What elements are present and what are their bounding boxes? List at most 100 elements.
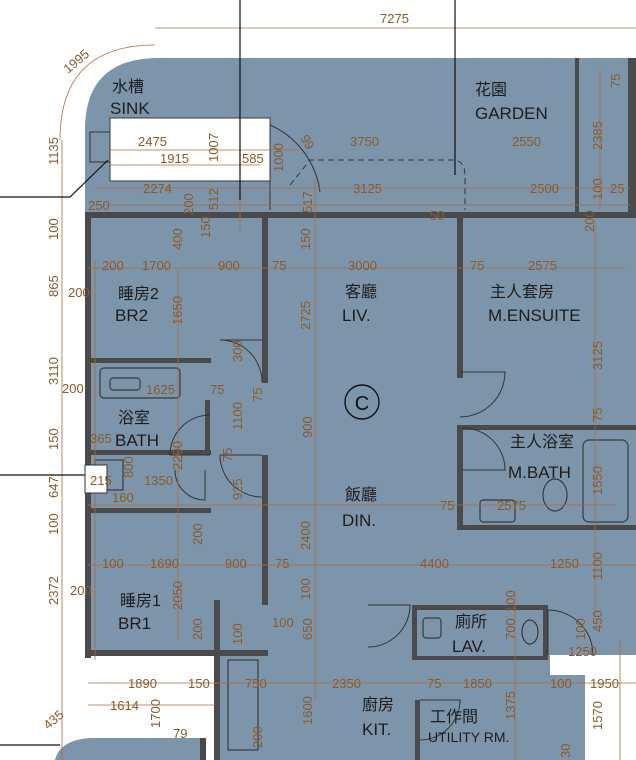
dim-200c: 200	[102, 258, 124, 273]
fixtures	[94, 367, 629, 751]
dim-1375: 1375	[503, 691, 518, 720]
dim-160: 160	[112, 490, 134, 505]
dim-75e: 75	[250, 388, 265, 402]
dim-2575b: 2575	[497, 498, 526, 513]
dim-100g: 100	[230, 623, 245, 645]
kitchen-floor	[220, 600, 548, 760]
wall-bath-bottom	[91, 450, 211, 455]
dim-75f: 75	[590, 408, 605, 422]
dim-100i: 100	[550, 676, 572, 691]
door-br1	[219, 454, 263, 498]
label-lav-en: LAV.	[452, 637, 486, 656]
door-utility	[419, 699, 461, 741]
dim-75c: 75	[470, 258, 484, 273]
garden-dashed-edge	[289, 159, 466, 210]
wall-br2-right	[262, 218, 268, 383]
dim-1007: 1007	[206, 133, 221, 162]
dim-512: 512	[206, 188, 221, 210]
toilet-lav	[521, 619, 539, 645]
dim-1700b: 1700	[148, 699, 163, 728]
wall-bath-right	[205, 400, 210, 450]
dim-900a: 900	[218, 258, 240, 273]
void-area-right	[550, 655, 636, 675]
wall-br1-right	[262, 455, 268, 605]
dim-1135: 1135	[46, 137, 61, 165]
dim-3750: 3750	[350, 134, 379, 149]
leader-lines	[0, 0, 456, 746]
dim-7275: 7275	[380, 11, 409, 26]
dim-800: 800	[121, 456, 136, 478]
dim-900b: 900	[300, 416, 315, 438]
doors	[169, 124, 594, 741]
dim-4400: 4400	[420, 556, 449, 571]
dim-75j: 75	[427, 676, 441, 691]
dim-99: 99	[297, 132, 317, 152]
dim-100c: 100	[46, 513, 61, 535]
door-br2	[219, 339, 263, 383]
wall-ensuite-bottom	[463, 425, 636, 430]
wall-br1-bottom	[91, 650, 268, 656]
dim-3125a: 3125	[353, 181, 382, 196]
dim-2385: 2385	[590, 121, 605, 150]
unit-marker-circle	[344, 384, 380, 420]
dim-75b: 75	[272, 258, 286, 273]
wall-lav-top	[412, 605, 547, 610]
dim-2274: 2274	[143, 181, 172, 196]
dim-arc-corner	[59, 44, 156, 141]
dim-200g: 200	[70, 583, 92, 598]
label-br1-en: BR1	[118, 614, 151, 633]
dim-d79: 79	[173, 726, 187, 741]
sink-counter	[109, 117, 271, 182]
wall-kitchen-left	[214, 600, 220, 760]
label-sink-en: SINK	[110, 99, 150, 118]
wall-mbath-left	[457, 425, 463, 530]
dim-400: 400	[170, 228, 185, 250]
kitchen-counter	[227, 659, 259, 751]
dim-2200: 2200	[170, 441, 185, 470]
label-lav-zh: 廁所	[455, 612, 487, 631]
dim-200i: 200	[250, 726, 265, 748]
label-kit-zh: 廚房	[362, 695, 394, 714]
label-utility-en: UTILITY RM.	[428, 729, 509, 745]
label-utility-zh: 工作間	[430, 708, 478, 726]
dim-1650: 1650	[170, 296, 185, 325]
dim-215: 215	[90, 473, 112, 488]
door-garden	[269, 124, 321, 210]
dim-2372: 2372	[46, 576, 61, 605]
label-garden-zh: 花園	[475, 81, 507, 99]
dim-1614: 1614	[110, 698, 139, 713]
dim-150d: 150	[188, 676, 210, 691]
wall-ensuite-left	[457, 218, 463, 378]
walls	[85, 58, 636, 760]
wall-utility-left	[415, 700, 420, 760]
label-kit-en: KIT.	[362, 720, 391, 739]
wall-mbath-bottom	[457, 525, 636, 530]
dim-300: 300	[230, 340, 245, 362]
basin-lav	[422, 617, 442, 639]
dim-647: 647	[46, 476, 61, 498]
wall-right-outer	[628, 58, 636, 218]
dim-200h: 200	[190, 618, 205, 640]
dim-100b: 100	[46, 218, 61, 240]
dim-650: 650	[300, 618, 315, 640]
room-labels: 水槽 SINK 花園 GARDEN 睡房2 BR2 客廳 LIV. 主人套房 M…	[110, 78, 581, 745]
dim-2400: 2400	[298, 521, 313, 550]
dim-100e: 100	[298, 578, 313, 600]
dim-1850: 1850	[463, 676, 492, 691]
dim-865: 865	[46, 275, 61, 297]
dim-1915: 1915	[160, 151, 189, 166]
dim-700: 700	[503, 618, 518, 640]
dim-3110: 3110	[46, 357, 61, 385]
dim-75i: 75	[275, 556, 289, 571]
dim-3000: 3000	[348, 258, 377, 273]
dim-1625: 1625	[146, 382, 175, 397]
basin-mbath	[479, 499, 516, 523]
door-kitchen	[367, 604, 411, 648]
dim-1250b: 1250	[568, 644, 597, 659]
dim-200f: 200	[190, 523, 205, 545]
wall-garden-bottom	[85, 212, 636, 218]
door-br1-closet	[174, 469, 206, 501]
leader-sink	[0, 159, 109, 198]
dim-2500: 2500	[530, 181, 559, 196]
dim-1100a: 1100	[230, 402, 245, 430]
